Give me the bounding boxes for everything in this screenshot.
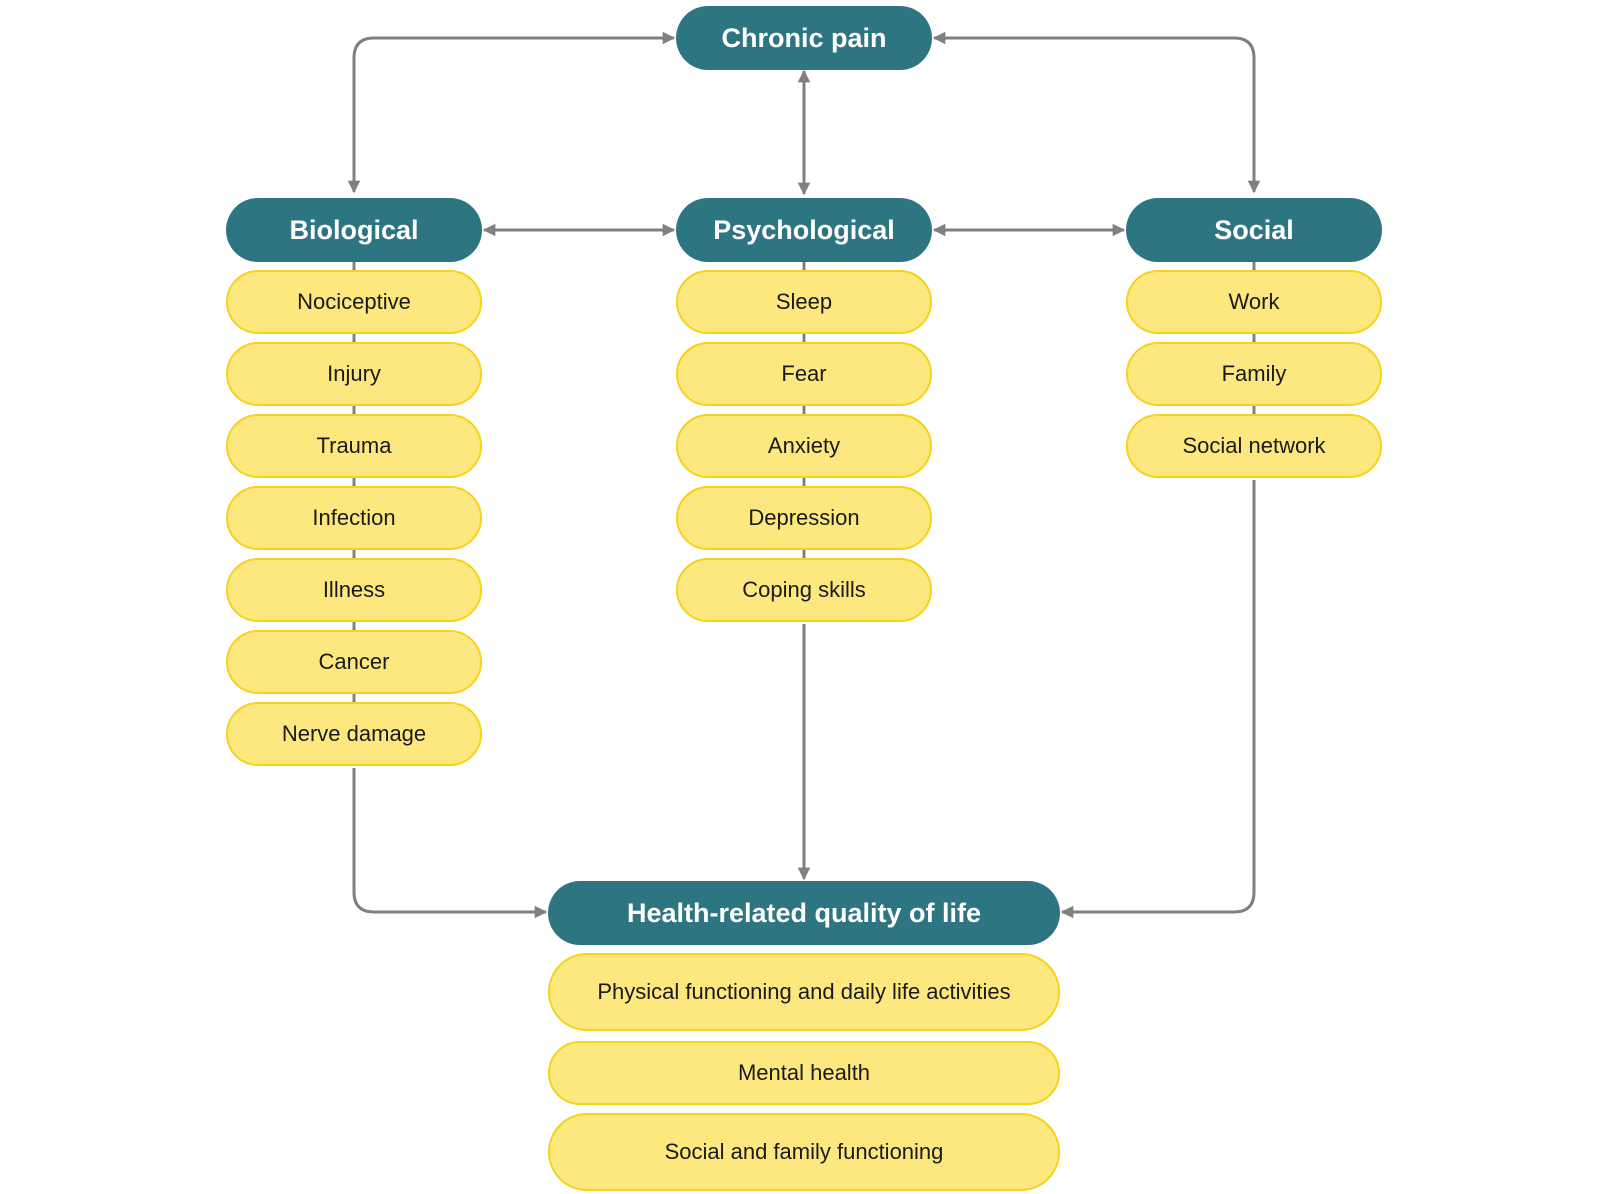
arrow-chronic-social [932,31,1261,194]
biological-item: Illness [226,558,482,622]
biological-item: Cancer [226,630,482,694]
outcome-item: Mental health [548,1041,1060,1105]
biological-item: Trauma [226,414,482,478]
outcome-header: Health-related quality of life [548,881,1060,945]
social-item: Social network [1126,414,1382,478]
biological-item: Nociceptive [226,270,482,334]
biological-item: Nerve damage [226,702,482,766]
psychological-header: Psychological [676,198,932,262]
psychological-item: Coping skills [676,558,932,622]
outcome-item: Physical functioning and daily life acti… [548,953,1060,1031]
arrow-biological-outcome [352,768,548,919]
social-item: Work [1126,270,1382,334]
biological-header: Biological [226,198,482,262]
arrow-social-outcome [1060,480,1256,919]
arrow-chronic-biological [347,31,676,194]
psychological-item: Fear [676,342,932,406]
social-header: Social [1126,198,1382,262]
biological-item: Infection [226,486,482,550]
outcome-item: Social and family functioning [548,1113,1060,1191]
psychological-item: Sleep [676,270,932,334]
biological-item: Injury [226,342,482,406]
psychological-item: Anxiety [676,414,932,478]
social-item: Family [1126,342,1382,406]
psychological-item: Depression [676,486,932,550]
chronic-pain-node: Chronic pain [676,6,932,70]
